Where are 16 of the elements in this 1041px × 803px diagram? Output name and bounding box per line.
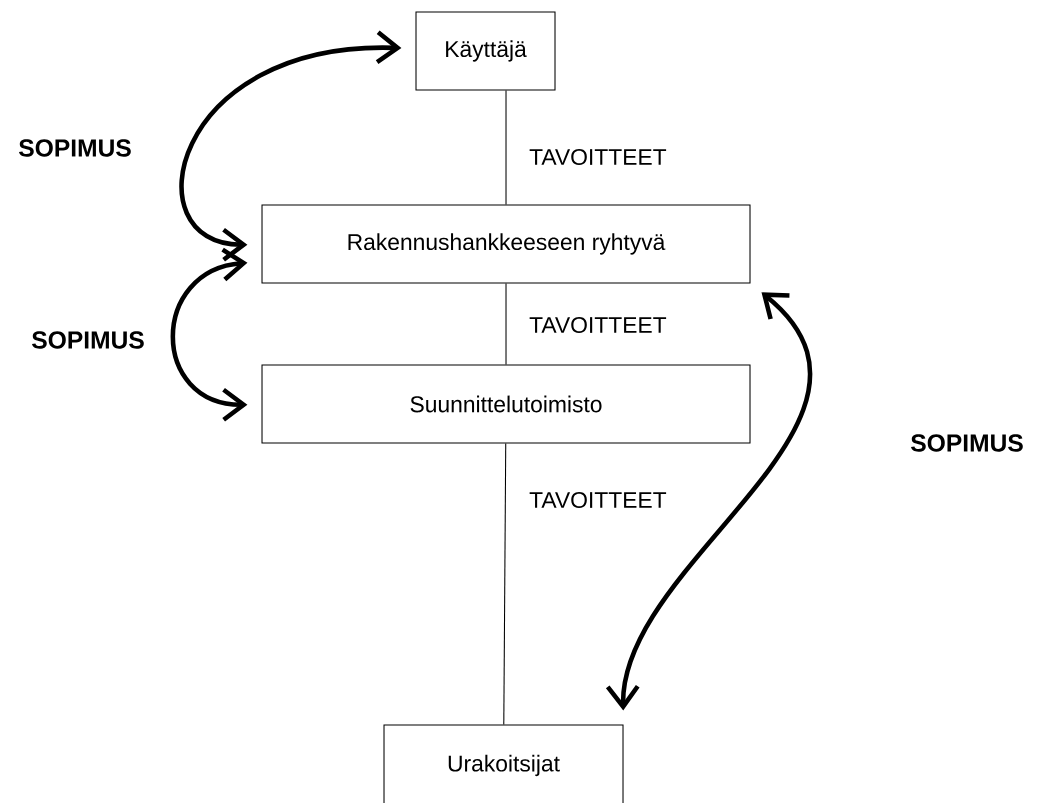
- connector-line: [503, 443, 507, 725]
- edge-label: SOPIMUS: [32, 331, 144, 349]
- process-box: Käyttäjä: [415, 11, 556, 91]
- edge-label: TAVOITTEET: [529, 316, 667, 334]
- curved-arrow: [170, 247, 248, 422]
- process-box: Rakennushankkeeseen ryhtyvä: [261, 204, 751, 284]
- process-box: Urakoitsijat: [383, 724, 624, 803]
- process-box: Suunnittelutoimisto: [261, 364, 751, 444]
- edge-label: TAVOITTEET: [529, 148, 667, 166]
- curved-arrow: [605, 292, 812, 711]
- connector-line: [505, 283, 507, 365]
- connector-line: [505, 90, 507, 205]
- edge-label: SOPIMUS: [19, 139, 131, 157]
- edge-label: TAVOITTEET: [529, 491, 667, 509]
- curved-arrow: [179, 30, 402, 262]
- edge-label: SOPIMUS: [911, 434, 1023, 452]
